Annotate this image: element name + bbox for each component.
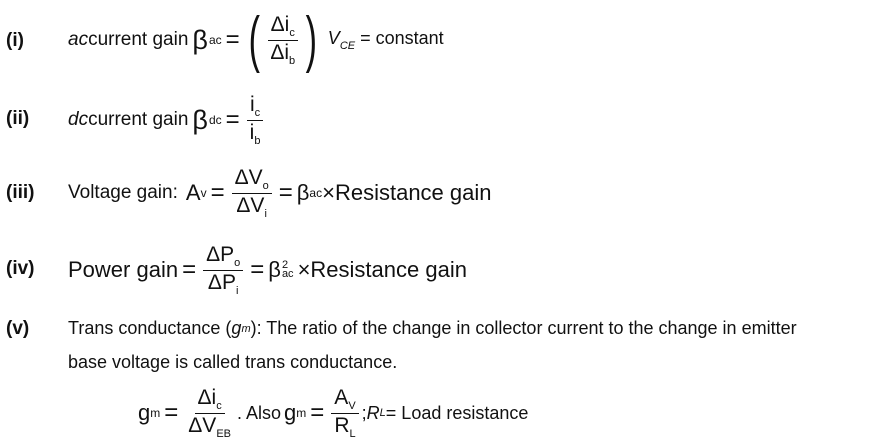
ac-label: ac [68, 29, 89, 50]
equals-sign: = [225, 26, 240, 53]
dic-over-dveb: Δic ΔVEB [185, 386, 234, 440]
denominator-sub: EB [216, 427, 231, 440]
transconductance-text-b: ): The ratio of the change in collector … [250, 318, 797, 338]
right-paren: ) [305, 5, 318, 74]
numerator-sub: o [234, 256, 241, 269]
numerator-sub: c [254, 106, 261, 119]
denominator-2: R [334, 413, 350, 437]
item-number-3: (iii) [6, 182, 35, 203]
left-paren: ( [248, 5, 260, 74]
current-gain-label: current gain [88, 109, 189, 130]
denominator-sub: i [235, 284, 239, 297]
transconductance-text-a: Trans conductance ( [68, 318, 232, 338]
denominator: ΔP [207, 270, 236, 294]
equals-sign: = [164, 399, 179, 426]
numerator-sub: c [289, 26, 295, 39]
numerator: Δi [270, 12, 290, 36]
denominator-sub: b [289, 54, 296, 67]
transconductance-line-2: base voltage is called trans conductance… [68, 352, 398, 372]
vce-sub: CE [339, 40, 356, 52]
beta-symbol: β [192, 104, 208, 135]
item-number-5: (v) [6, 318, 30, 339]
equals-sign: = [210, 179, 225, 206]
equals-sign-2: = [310, 399, 325, 426]
denominator: ΔV [236, 193, 265, 217]
vce-var: V [327, 28, 340, 48]
gm-symbol-2: g [284, 400, 297, 425]
voltage-gain-label: Voltage gain: [68, 182, 178, 203]
denominator: i [249, 120, 255, 144]
rl-var: R [366, 402, 380, 423]
dc-label: dc [68, 109, 89, 130]
av-sub: v [200, 186, 207, 200]
dvo-over-dvi: ΔVo ΔVi [231, 165, 272, 220]
load-resistance-text: = Load resistance [385, 402, 529, 423]
beta-superscript: 2 [281, 259, 289, 272]
delta-ic-over-delta-ib: Δic Δib [267, 13, 298, 67]
numerator-2-sub: V [348, 399, 356, 412]
beta-symbol: β [296, 180, 310, 205]
rl-sub: L [379, 407, 386, 419]
equals-sign-2: = [278, 179, 293, 206]
beta-subscript: ac [281, 268, 294, 280]
denominator-sub: i [264, 207, 267, 220]
beta-symbol: β [268, 257, 281, 282]
also-text: . Also [237, 402, 282, 423]
numerator: Δi [197, 385, 217, 409]
resistance-gain-text: ×Resistance gain [297, 257, 467, 282]
beta-subscript: ac [309, 186, 323, 200]
denominator: Δi [270, 40, 290, 64]
gm-symbol: g [138, 400, 151, 425]
av-over-rl: AV RL [331, 385, 359, 440]
equals-sign-2: = [250, 256, 265, 283]
constant-text: = constant [355, 28, 444, 48]
beta-subscript: ac [208, 33, 222, 47]
equals-sign: = [225, 106, 240, 133]
gm-sub-2: m [296, 406, 307, 420]
dpo-over-dpi: ΔPo ΔPi [203, 242, 244, 297]
semicolon: ; [361, 402, 367, 423]
resistance-gain-text: ×Resistance gain [322, 180, 492, 205]
denominator-sub: b [254, 134, 261, 147]
gm-var: g [231, 318, 242, 338]
current-gain-label: current gain [88, 29, 189, 50]
numerator-2: A [334, 385, 349, 409]
denominator: ΔV [188, 413, 217, 437]
beta-subscript: dc [208, 113, 222, 127]
numerator-sub: o [262, 179, 269, 192]
item-number-2: (ii) [6, 108, 30, 129]
numerator: ΔP [206, 242, 235, 266]
numerator: i [249, 92, 255, 116]
numerator-sub: c [216, 399, 222, 412]
equals-sign: = [182, 256, 197, 283]
denominator-2-sub: L [349, 427, 356, 440]
power-gain-label: Power gain [68, 257, 179, 282]
gm-sub: m [150, 406, 161, 420]
beta-symbol: β [192, 24, 208, 55]
numerator: ΔV [234, 165, 263, 189]
gm-var-sub: m [241, 322, 251, 335]
item-number-4: (iv) [6, 258, 35, 279]
av-symbol: A [185, 180, 201, 205]
ic-over-ib: ic ib [246, 92, 264, 147]
item-number-1: (i) [6, 30, 24, 51]
